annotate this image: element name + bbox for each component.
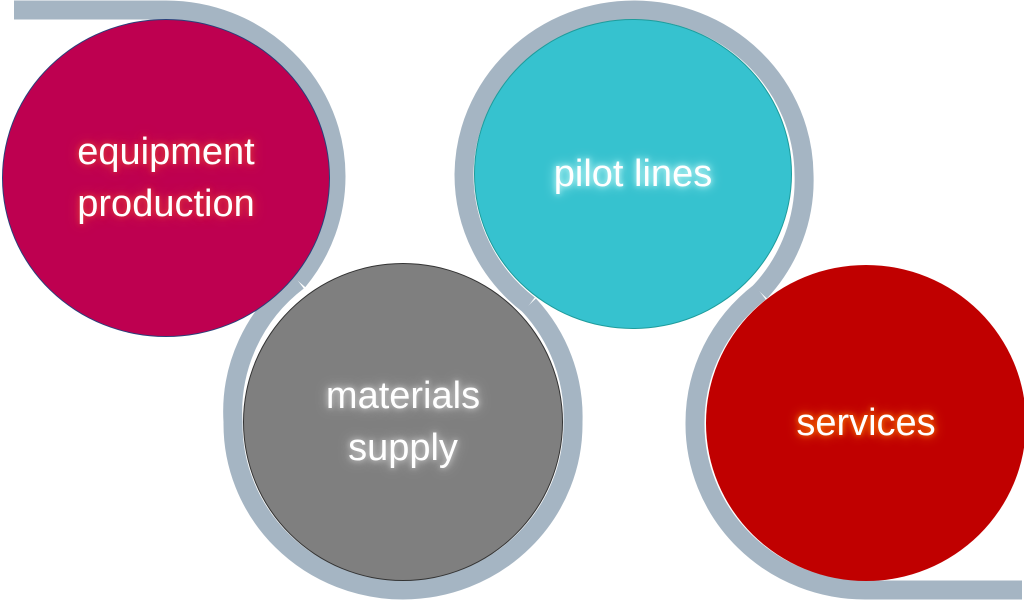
services-label: services xyxy=(796,402,936,444)
pilot-lines-circle: pilot lines xyxy=(474,19,792,329)
connector-arc xyxy=(454,0,814,313)
services-circle: services xyxy=(706,265,1024,581)
materials-supply-label-line2: supply xyxy=(348,427,458,469)
connector-arc xyxy=(14,0,346,288)
pilot-lines-label: pilot lines xyxy=(553,153,713,195)
connector-arc xyxy=(685,284,1022,600)
connector-arc xyxy=(223,273,583,600)
equipment-production-label-line2: production xyxy=(77,183,255,225)
materials-supply-circle: materials supply xyxy=(243,263,563,581)
equipment-production-label-line1: equipment xyxy=(77,131,255,173)
equipment-production-circle: equipment production xyxy=(2,19,330,337)
materials-supply-label-line1: materials xyxy=(325,375,481,417)
